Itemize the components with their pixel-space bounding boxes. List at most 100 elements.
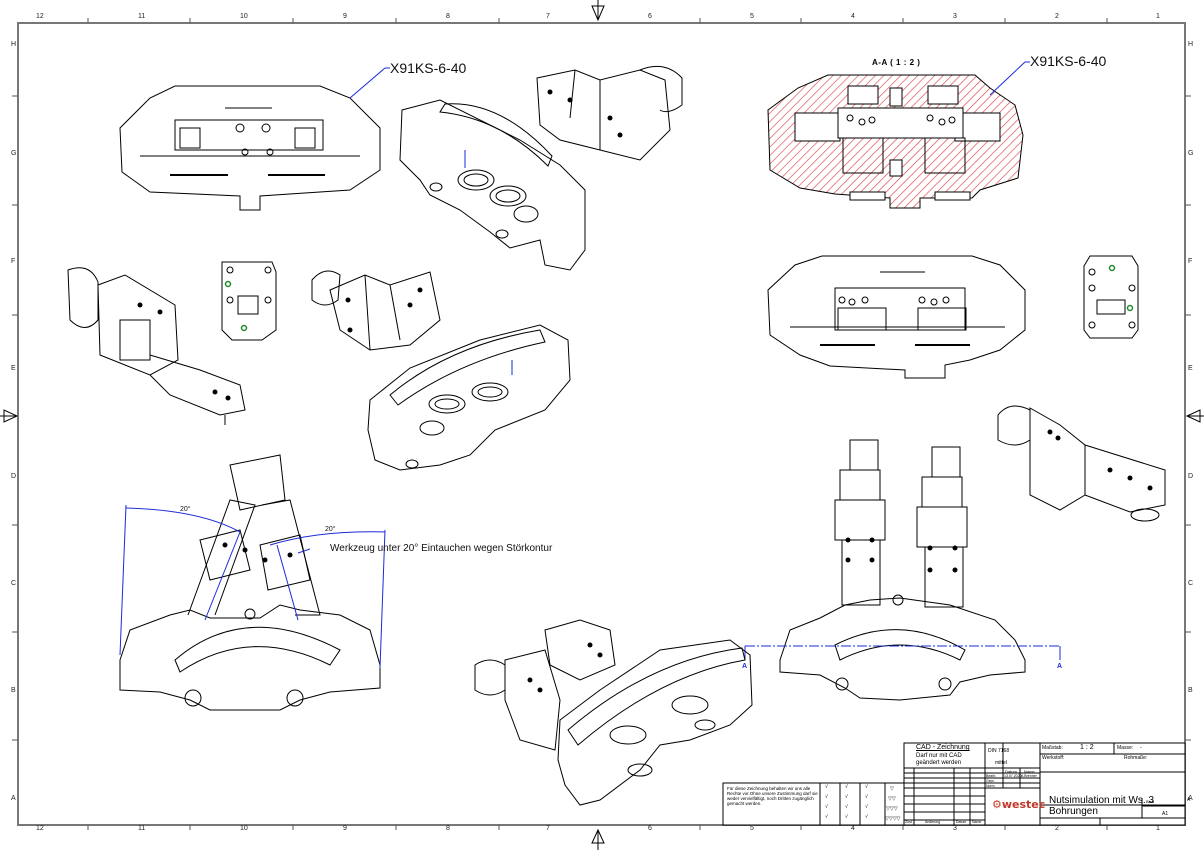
scale-label: Maßstab: — [1042, 745, 1063, 751]
name-header: Name — [1024, 769, 1035, 774]
check-symbol: √ — [865, 804, 868, 810]
company-logo: ⚙westec — [992, 798, 1046, 811]
column-label: 11 — [138, 13, 146, 20]
cad-heading: CAD - Zeichnung — [916, 744, 970, 751]
row-label: F — [1188, 258, 1193, 265]
row-label: F — [11, 258, 16, 265]
surface-symbol: ▽▽▽ — [886, 806, 898, 812]
angle-head-left — [67, 267, 246, 425]
column-label: 5 — [750, 825, 754, 832]
norm-value: DIN 7168 — [988, 748, 1010, 754]
drawing-title-line-1: Nutsimulation mit Ws. 3 — [1049, 795, 1155, 806]
mass-label: Masse: — [1117, 745, 1134, 751]
angle-dimension-left: 20° — [180, 506, 191, 513]
check-symbol: √ — [845, 804, 848, 810]
row-bearb: Bearb. — [986, 774, 997, 778]
leader-left — [349, 67, 390, 99]
gear-icon: ⚙ — [992, 798, 1002, 811]
column-label: 9 — [343, 825, 347, 832]
section-view-a-a — [767, 61, 1030, 209]
scale-value: 1 : 2 — [1080, 744, 1094, 751]
revision-header: Datum — [956, 820, 967, 824]
date-header: Datum — [1005, 769, 1017, 774]
row-label: D — [1188, 473, 1194, 480]
cad-note-1: Darf nur mit CAD — [916, 753, 962, 759]
column-label: 2 — [1055, 13, 1059, 20]
check-symbol: √ — [865, 784, 868, 790]
section-view-title: A-A ( 1 : 2 ) — [872, 58, 921, 67]
iso-caliper-middle — [311, 270, 571, 471]
section-marker-left: A — [742, 663, 748, 670]
row-label: E — [11, 365, 16, 372]
row-label: C — [1188, 580, 1194, 587]
column-label: 5 — [750, 13, 754, 20]
column-label: 12 — [36, 13, 44, 20]
copyright-notice: Für diese Zeichnung behalten wir uns all… — [727, 786, 818, 806]
angle-dimension-right: 20° — [325, 526, 336, 533]
check-symbol: √ — [845, 814, 848, 820]
column-label: 8 — [446, 825, 450, 832]
row-label: C — [11, 580, 17, 587]
column-label: 3 — [953, 13, 957, 20]
column-label: 1 — [1156, 825, 1160, 832]
row-label: B — [11, 687, 16, 694]
iso-caliper-top — [399, 65, 683, 271]
check-symbol: √ — [825, 814, 828, 820]
raw-size-label: Rohmaße: — [1124, 755, 1148, 761]
surface-symbol: ▽ — [890, 786, 894, 792]
column-label: 7 — [546, 825, 550, 832]
row-label: B — [1188, 687, 1193, 694]
row-label: H — [1188, 41, 1194, 48]
material-label: Werkstoff: — [1042, 755, 1065, 761]
title-block-frame — [722, 742, 1186, 826]
column-label: 7 — [546, 13, 550, 20]
check-symbol: √ — [825, 804, 828, 810]
check-symbol: √ — [865, 794, 868, 800]
revision-header: Name — [972, 820, 982, 824]
column-label: 3 — [953, 825, 957, 832]
front-view-top-left — [119, 85, 381, 211]
angle-head-right — [997, 405, 1166, 522]
dimension-lines-20deg — [119, 504, 386, 669]
column-label: 4 — [851, 825, 855, 832]
part-number-label-left: X91KS-6-40 — [390, 60, 467, 76]
check-symbol: √ — [845, 794, 848, 800]
column-label: 6 — [648, 13, 652, 20]
column-label: 8 — [446, 13, 450, 20]
head-front-view-left — [221, 261, 277, 341]
sheet-label: Blatt — [1146, 799, 1155, 804]
name-value: A.Brenner — [1021, 774, 1037, 778]
check-symbol: √ — [825, 784, 828, 790]
column-label: 10 — [240, 825, 248, 832]
column-label: 1 — [1156, 13, 1160, 20]
caliper-20-degree-view — [119, 454, 381, 711]
row-label: G — [1188, 150, 1194, 157]
date-value: 13.07.2020 — [1004, 774, 1022, 778]
surface-symbol: ▽▽▽▽ — [885, 816, 901, 822]
front-view-right — [767, 255, 1026, 379]
row-label: G — [11, 150, 17, 157]
column-label: 2 — [1055, 825, 1059, 832]
iso-caliper-bottom — [474, 619, 753, 806]
check-symbol: √ — [845, 784, 848, 790]
column-label: 4 — [851, 13, 855, 20]
row-label: A — [1188, 795, 1193, 802]
column-label: 9 — [343, 13, 347, 20]
tool-angle-annotation: Werkzeug unter 20° Eintauchen wegen Stör… — [330, 543, 553, 554]
column-label: 12 — [36, 825, 44, 832]
cad-note-2: geändert werden — [916, 760, 962, 766]
surface-symbol: ▽▽ — [888, 796, 896, 802]
column-label: 6 — [648, 825, 652, 832]
revision-marker: A — [1187, 797, 1191, 803]
part-number-label-right: X91KS-6-40 — [1030, 53, 1107, 69]
section-marker-right: A — [1057, 663, 1063, 670]
row-label: H — [11, 41, 17, 48]
row-label: A — [11, 795, 16, 802]
column-label: 10 — [240, 13, 248, 20]
drawing-title-line-2: Bohrungen — [1049, 806, 1098, 817]
column-ticks — [12, 18, 1191, 830]
head-front-view-right — [1083, 255, 1139, 339]
